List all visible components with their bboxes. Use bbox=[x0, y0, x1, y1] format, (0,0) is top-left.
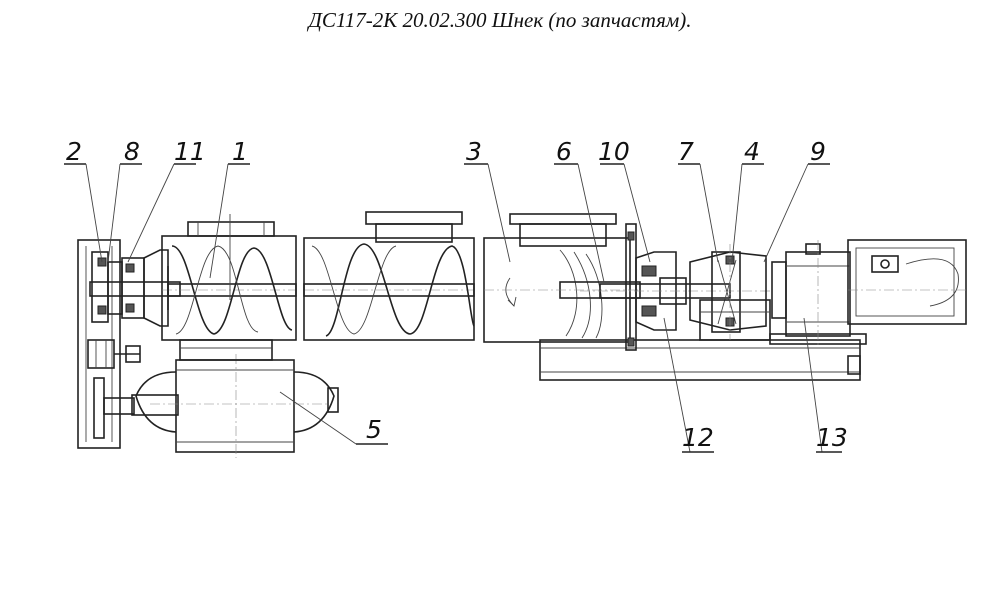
left-mounting-plate bbox=[77, 239, 121, 449]
drawing-title: ДС117-2К 20.02.300 Шнек (по запчастям). bbox=[308, 8, 692, 32]
callout-6: 6 bbox=[556, 137, 572, 166]
callout-11: 11 bbox=[174, 137, 206, 166]
callout-7: 7 bbox=[678, 137, 694, 166]
callout-4: 4 bbox=[744, 137, 760, 166]
left-bearing-unit bbox=[89, 249, 181, 327]
callout-9: 9 bbox=[810, 137, 826, 166]
intermediate-bearings bbox=[87, 339, 141, 439]
right-end-flange bbox=[580, 223, 770, 351]
callout-10: 10 bbox=[598, 137, 630, 166]
callout-3: 3 bbox=[466, 137, 482, 166]
callout-12: 12 bbox=[682, 423, 714, 452]
trough-section-2 bbox=[303, 211, 475, 341]
gearbox-13 bbox=[769, 240, 867, 346]
drive-motor-5 bbox=[131, 354, 339, 458]
callouts: 2 8 11 1 3 6 10 7 4 9 bbox=[64, 137, 848, 453]
electric-motor bbox=[847, 239, 967, 325]
right-base-frame bbox=[539, 339, 861, 381]
callout-13: 13 bbox=[816, 423, 848, 452]
coupling-housing bbox=[689, 244, 771, 341]
trough-section-1 bbox=[161, 214, 297, 361]
callout-2: 2 bbox=[66, 137, 82, 166]
callout-5: 5 bbox=[366, 415, 382, 444]
callout-8: 8 bbox=[124, 137, 140, 166]
callout-1: 1 bbox=[232, 137, 248, 166]
trough-section-3 bbox=[483, 213, 641, 343]
